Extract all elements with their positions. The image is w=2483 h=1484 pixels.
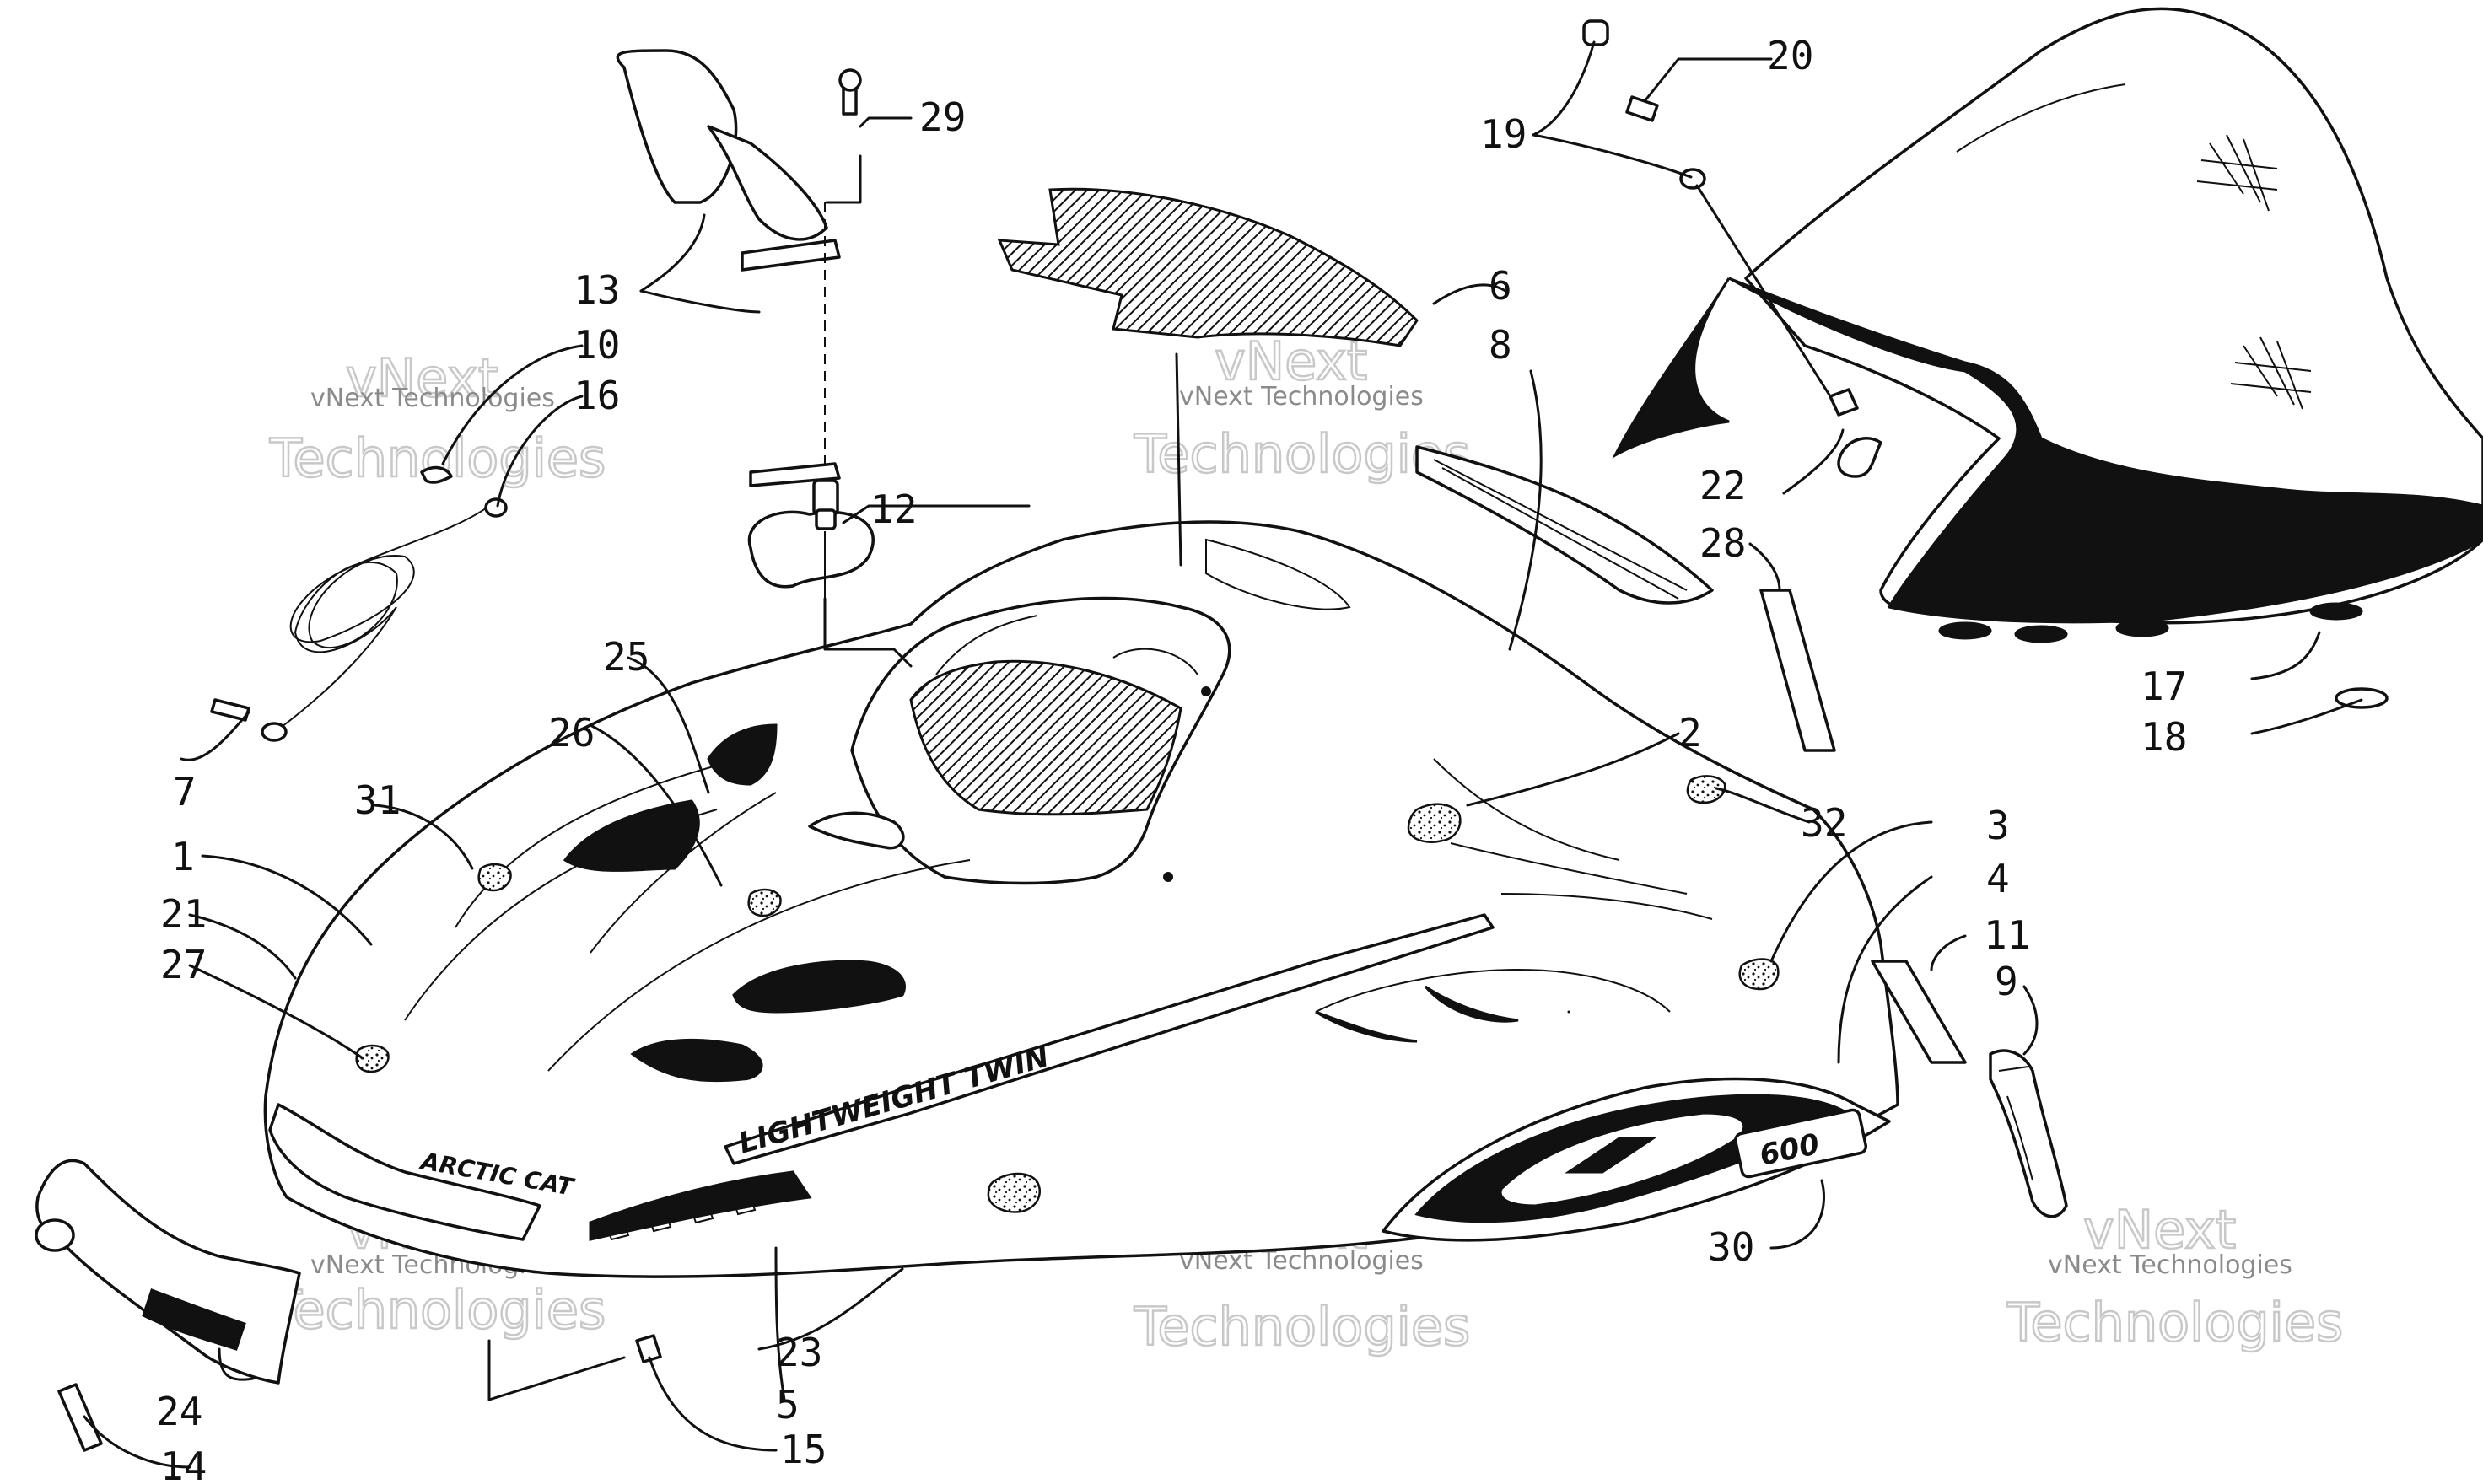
watermark-left-top: vNext Technologies vNext Technologies: [268, 347, 607, 491]
callout-22: 22: [1699, 463, 1746, 508]
callout-24: 24: [156, 1389, 202, 1434]
watermark-small: vNext Technologies: [310, 384, 555, 413]
callout-14: 14: [160, 1444, 207, 1484]
watermark-big-top: vNext: [1215, 331, 1367, 392]
callout-8: 8: [1489, 322, 1512, 368]
watermark-right-bottom: vNext Technologies vNext Technologies: [2006, 1198, 2345, 1355]
callout-5: 5: [776, 1382, 800, 1428]
callout-10: 10: [574, 322, 620, 368]
callout-1: 1: [171, 834, 195, 879]
mirror-assembly: [616, 49, 875, 599]
callout-2: 2: [1678, 710, 1702, 755]
callout-16: 16: [574, 373, 620, 418]
callout-28: 28: [1699, 520, 1746, 566]
callout-23: 23: [776, 1330, 822, 1375]
callout-19: 19: [1480, 111, 1527, 157]
callout-11: 11: [1984, 912, 2030, 958]
hood: LIGHTWEIGHT TWIN ARCTIC CAT 600: [263, 520, 1899, 1278]
callout-6: 6: [1489, 263, 1512, 309]
callout-20: 20: [1767, 33, 1813, 78]
tether-cord: [210, 465, 508, 742]
callout-3: 3: [1986, 803, 2010, 848]
loose-parts-right: [1415, 445, 2068, 1218]
callout-15: 15: [780, 1427, 827, 1472]
windshield: [1612, 7, 2483, 643]
callout-29: 29: [919, 94, 966, 140]
watermark-big-top: vNext: [2083, 1199, 2236, 1261]
callout-9: 9: [1995, 959, 2018, 1004]
callout-30: 30: [1708, 1224, 1754, 1270]
watermark-big-bottom: Technologies: [1134, 1296, 1470, 1358]
bumper-grille: [35, 1159, 662, 1452]
callout-27: 27: [160, 942, 207, 987]
watermark-big-top: vNext: [346, 347, 498, 409]
windshield-hardware: [1582, 19, 2389, 709]
watermark-small: vNext Technologies: [2048, 1250, 2292, 1280]
watermark-big-bottom: Technologies: [1134, 423, 1470, 485]
callout-17: 17: [2141, 664, 2187, 709]
callouts: 1 2 3 4 5 6 7 8 9 10 11 12 13 14 15 16 1…: [156, 33, 2187, 1484]
watermark-center-top: vNext Technologies vNext Technologies: [1133, 330, 1472, 487]
watermark-big-bottom: Technologies: [269, 1279, 606, 1341]
callout-31: 31: [354, 777, 401, 823]
callout-12: 12: [870, 487, 917, 532]
callout-4: 4: [1986, 856, 2010, 901]
callout-7: 7: [173, 769, 197, 815]
leader-lines: [83, 40, 2363, 1469]
callout-25: 25: [603, 634, 649, 680]
model-number-badge: 600: [1733, 1108, 1868, 1179]
watermark-big-bottom: Technologies: [2006, 1292, 2343, 1353]
callout-21: 21: [160, 891, 207, 937]
callout-32: 32: [1801, 800, 1847, 846]
callout-18: 18: [2141, 714, 2187, 760]
callout-26: 26: [548, 710, 595, 755]
callout-13: 13: [574, 267, 620, 313]
grille-mat: [997, 187, 1419, 347]
watermark-small: vNext Technologies: [1179, 382, 1424, 411]
